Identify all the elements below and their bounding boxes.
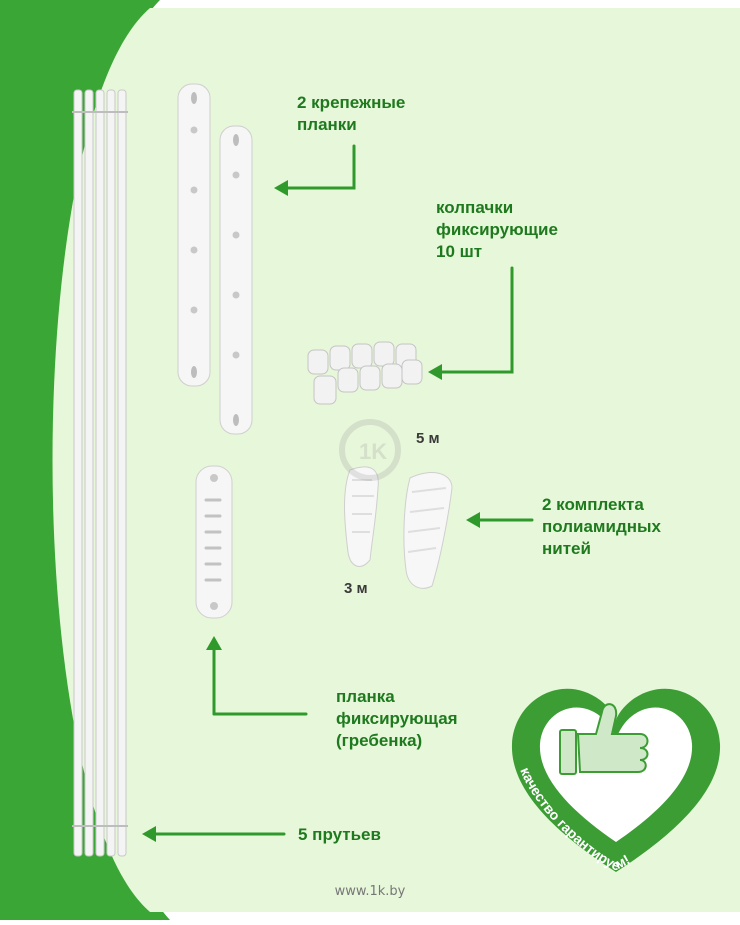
mounting-bar: [220, 126, 252, 434]
label-comb-bar: планка фиксирующая (гребенка): [336, 686, 458, 752]
label-caps: колпачки фиксирующие 10 шт: [436, 197, 558, 263]
label-rods: 5 прутьев: [298, 824, 381, 846]
rods-bundle: [72, 90, 128, 856]
rod: [85, 90, 93, 856]
footer-url: www.1k.by: [0, 884, 740, 899]
label-mounting-bars: 2 крепежные планки: [297, 92, 405, 136]
comb-bar: [196, 466, 232, 618]
label-length-5m: 5 м: [416, 430, 440, 447]
mounting-bar: [178, 84, 210, 386]
label-length-3m: 3 м: [344, 580, 368, 597]
svg-text:1K: 1K: [359, 439, 387, 464]
rod: [107, 90, 115, 856]
label-threads: 2 комплекта полиамидных нитей: [542, 494, 661, 560]
rod: [96, 90, 104, 856]
rod: [74, 90, 82, 856]
rod: [118, 90, 126, 856]
